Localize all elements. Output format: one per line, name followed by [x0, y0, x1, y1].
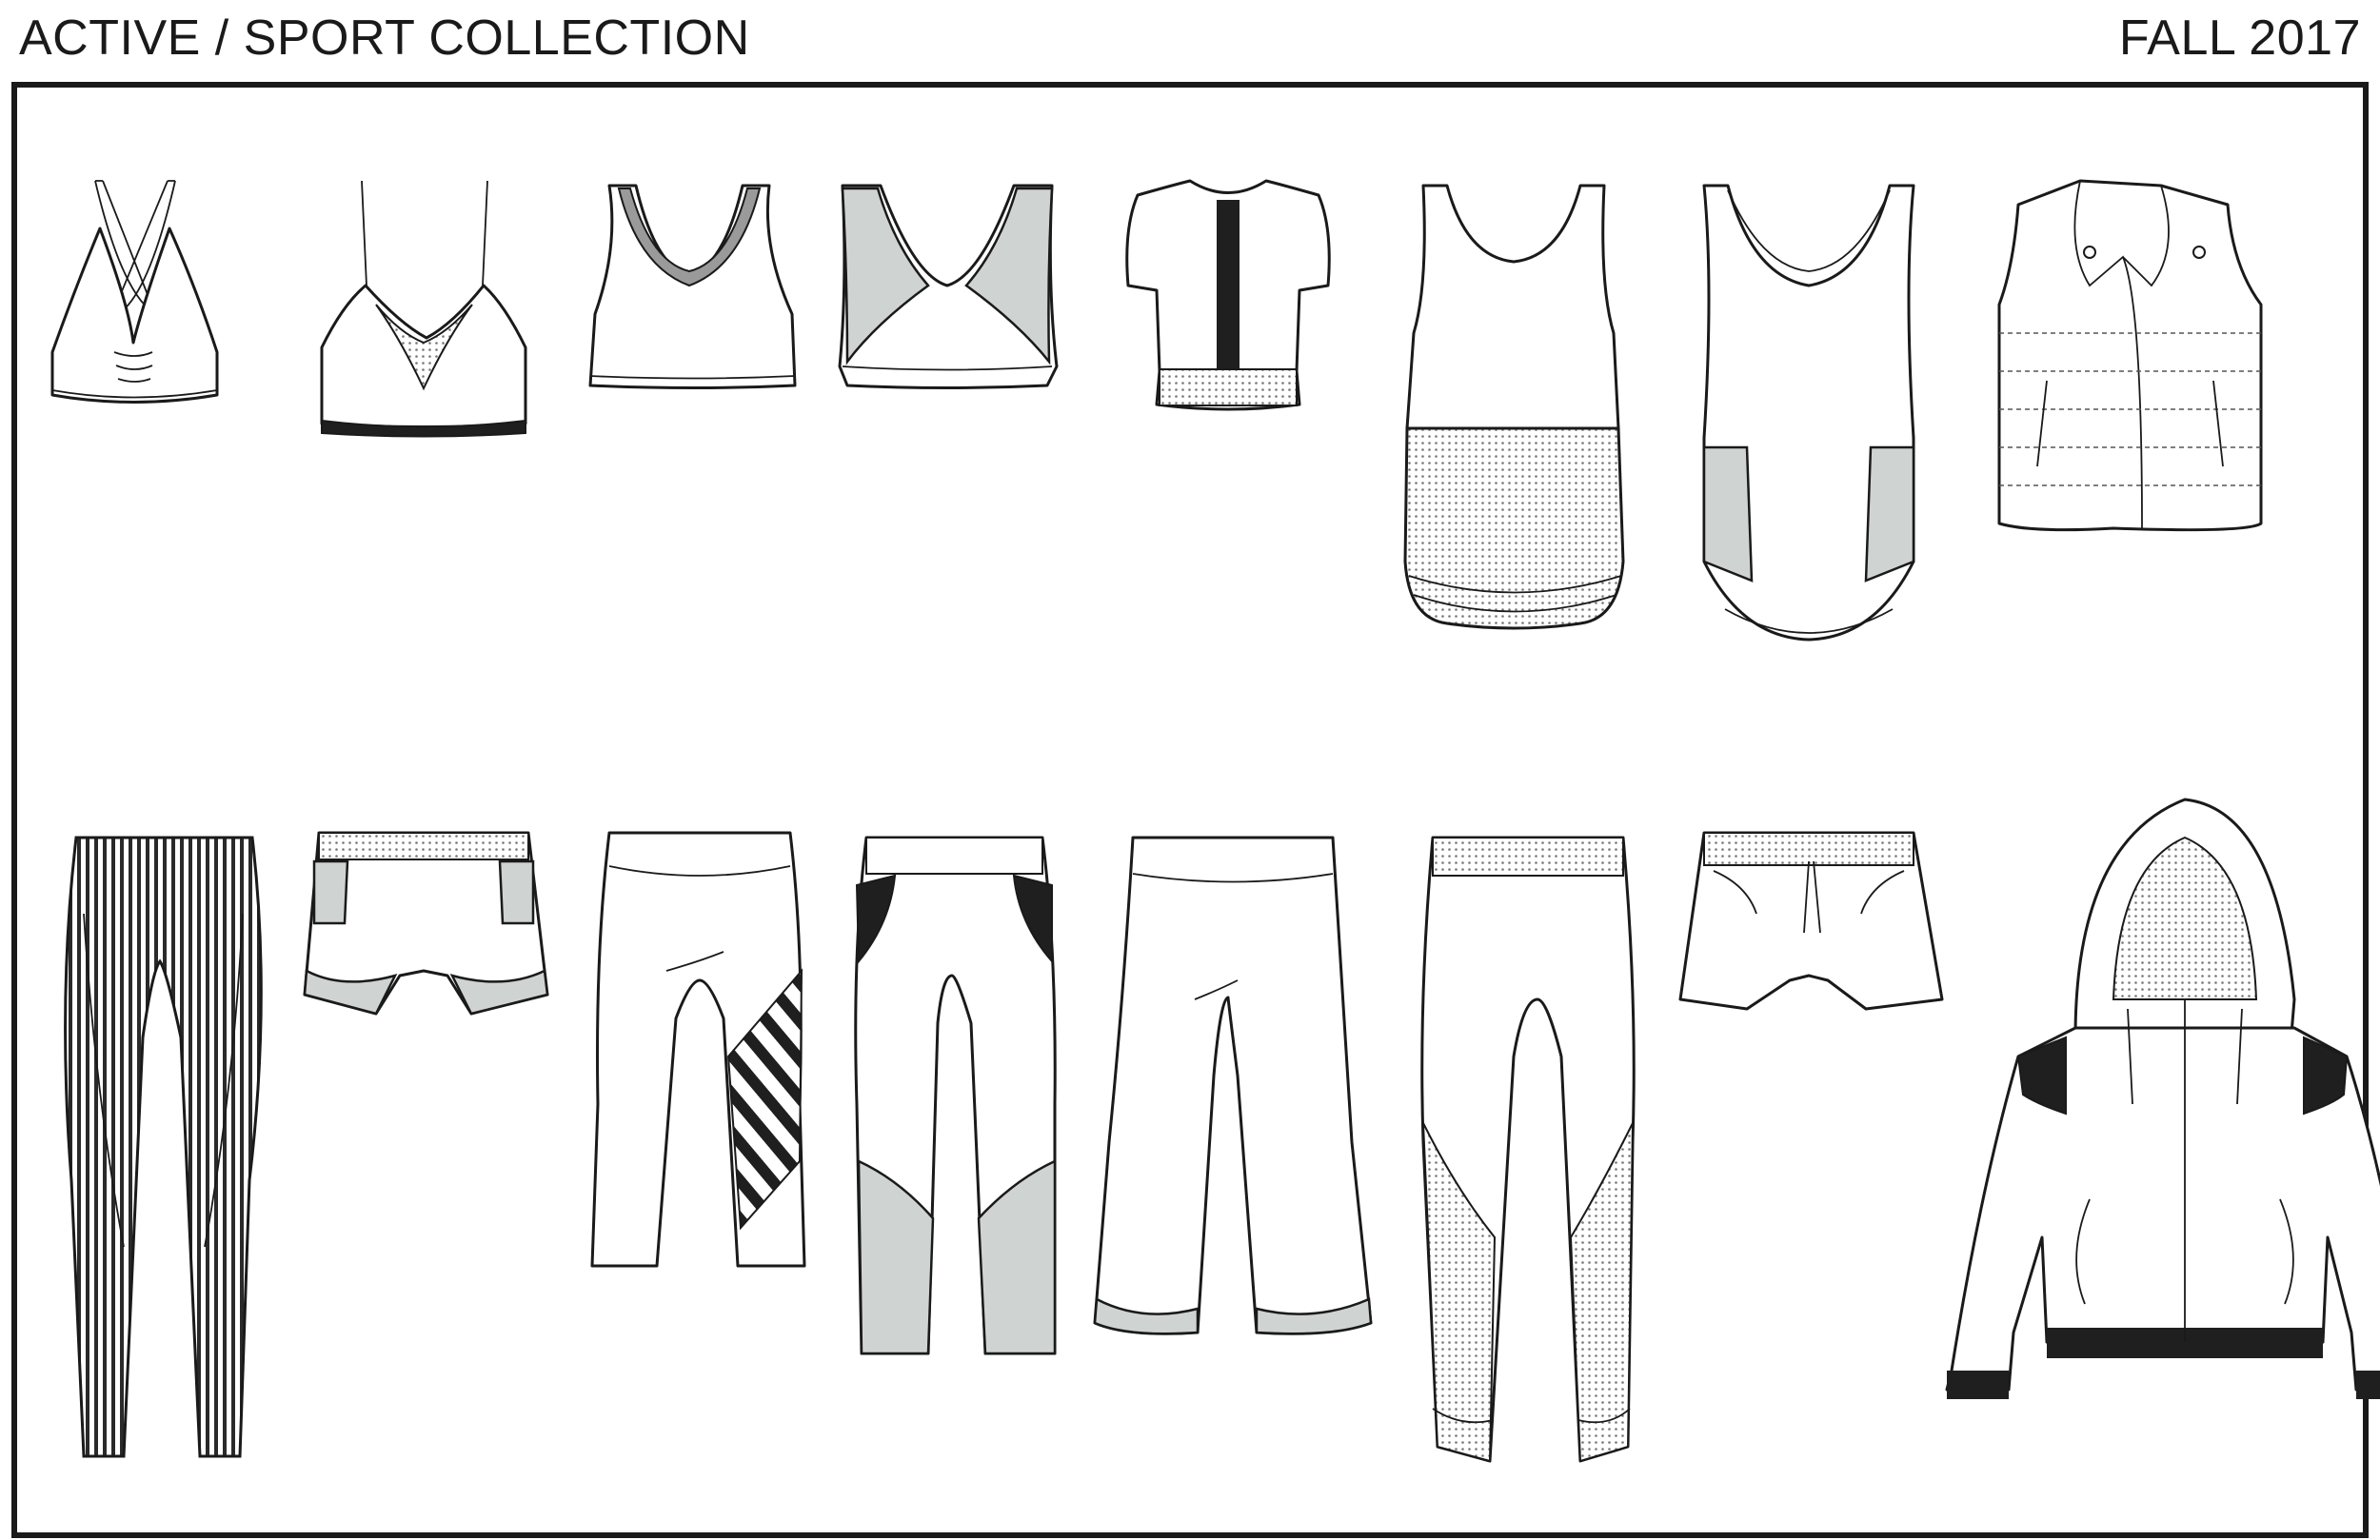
- mesh-insert-sports-bra-icon: [320, 180, 527, 438]
- strappy-sports-bra-icon: [50, 180, 219, 404]
- ribbed-leggings-icon: [64, 836, 263, 1458]
- drawstring-shorts-icon: [1678, 831, 1944, 1011]
- racerback-sports-bra-icon: [588, 184, 797, 389]
- v-neck-sports-bra-icon: [838, 184, 1059, 389]
- quilted-moto-vest-icon: [1997, 179, 2263, 532]
- zip-hoodie-jacket-icon: [1945, 798, 2380, 1399]
- cropped-tee-icon: [1125, 179, 1331, 411]
- racerback-muscle-tank-icon: [1702, 184, 1915, 642]
- mesh-hem-tank-icon: [1403, 184, 1625, 630]
- colorblock-leggings-icon: [854, 836, 1057, 1355]
- mesh-panel-joggers-icon: [1420, 836, 1636, 1463]
- wide-cropped-pants-icon: [1093, 836, 1373, 1335]
- striped-capri-leggings-icon: [590, 831, 806, 1268]
- running-shorts-icon: [303, 831, 549, 1016]
- season-label: FALL 2017: [2118, 10, 2361, 66]
- collection-title: ACTIVE / SPORT COLLECTION: [19, 10, 750, 66]
